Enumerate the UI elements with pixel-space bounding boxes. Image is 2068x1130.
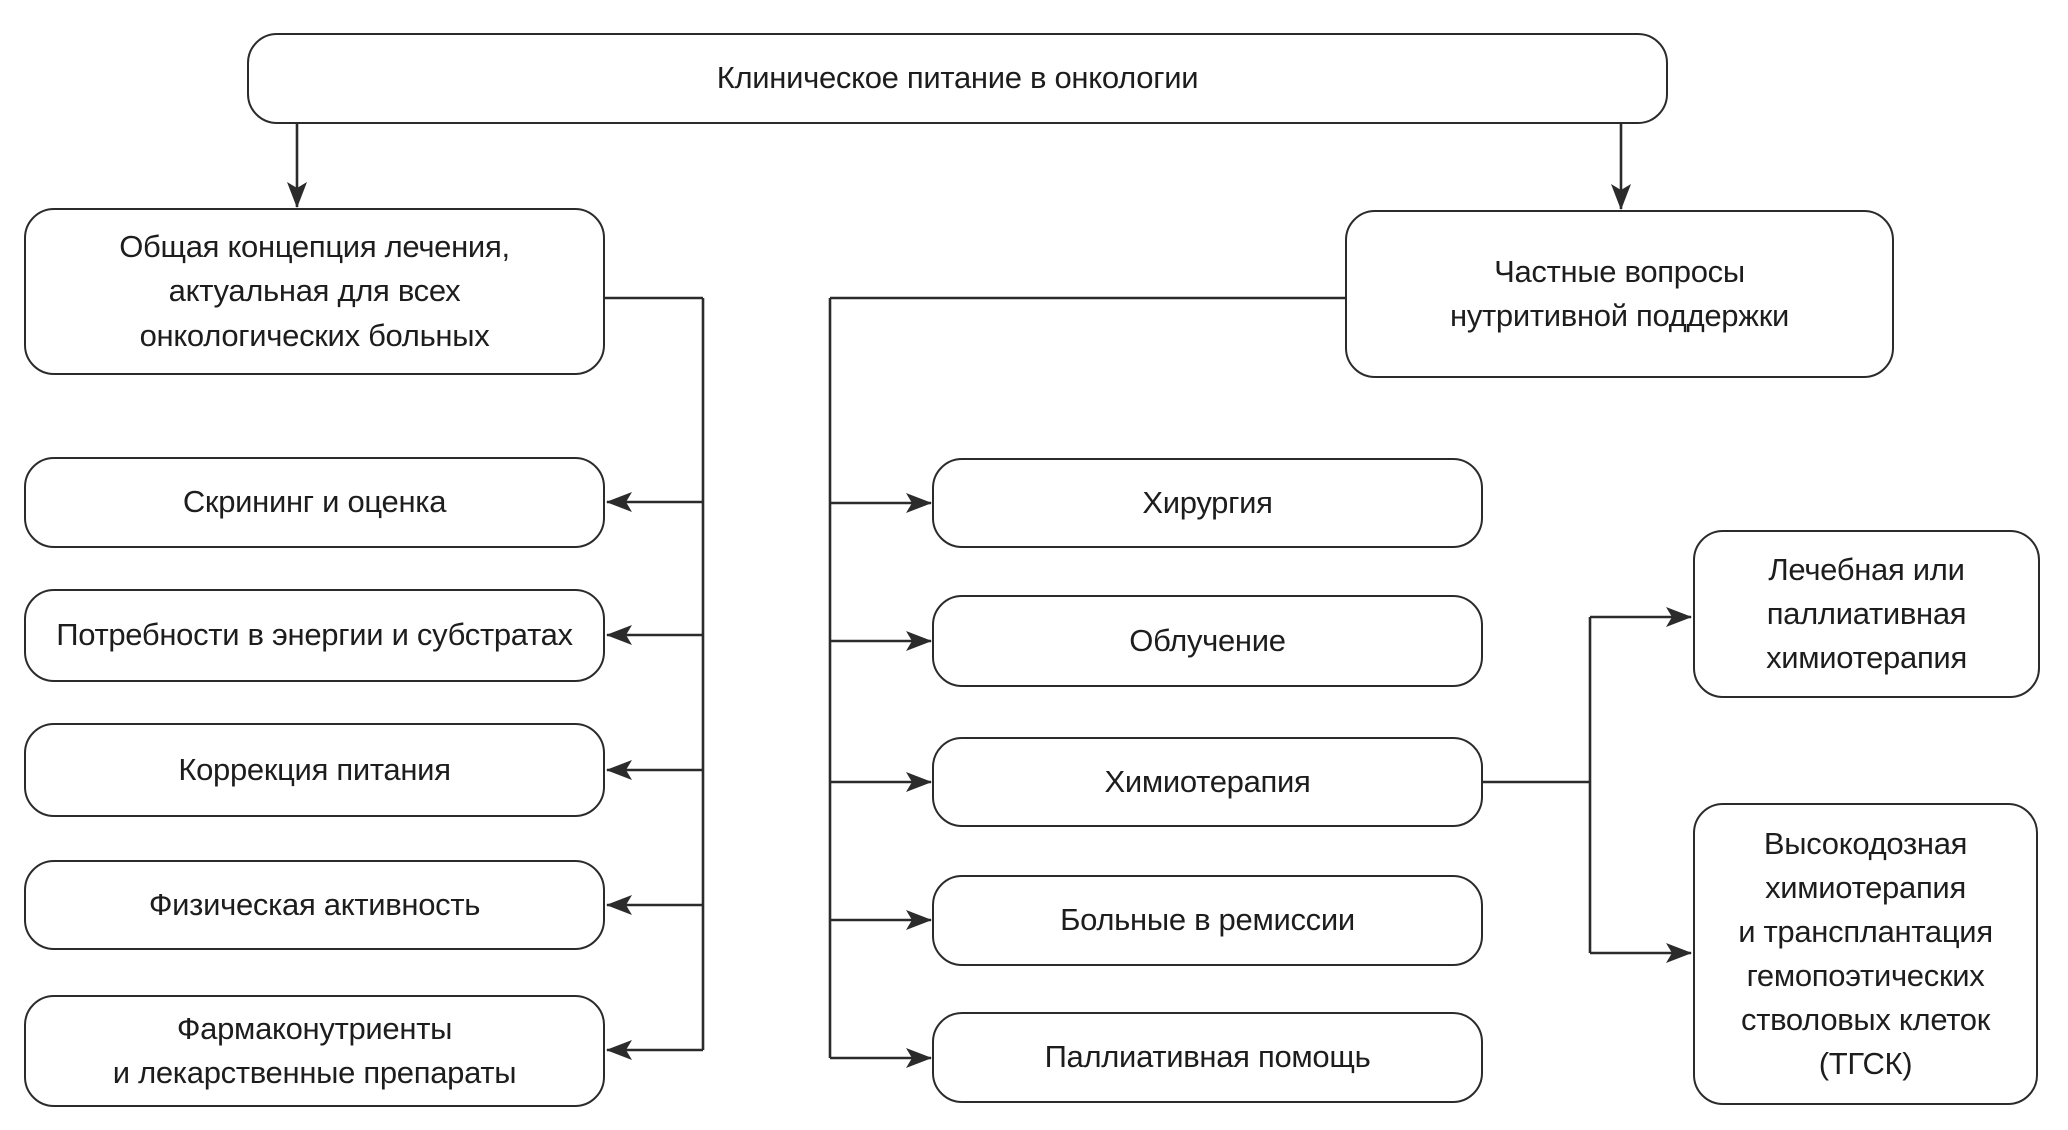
root-box: Клиническое питание в онкологии: [247, 33, 1668, 124]
pharmaconutrients-label: Фармаконутриенты и лекарственные препара…: [112, 1010, 517, 1090]
remission-label: Больные в ремиссии: [1060, 902, 1355, 938]
root-box-label: Клиническое питание в онкологии: [716, 60, 1199, 96]
chemotherapy-label: Химиотерапия: [1104, 763, 1311, 799]
physical-activity-box: Физическая активность: [24, 860, 605, 950]
general-branch-box: Общая концепция лечения, актуальная для …: [24, 208, 605, 375]
curative-palliative-chemo-label: Лечебная или паллиативная химиотерапия: [1766, 551, 1967, 675]
screening-label: Скрининг и оценка: [182, 484, 447, 520]
nutrition-correction-box: Коррекция питания: [24, 723, 605, 817]
palliative-care-label: Паллиативная помощь: [1044, 1039, 1371, 1075]
energy-needs-box: Потребности в энергии и субстратах: [24, 589, 605, 682]
pharmaconutrients-box: Фармаконутриенты и лекарственные препара…: [24, 995, 605, 1107]
surgery-label: Хирургия: [1142, 484, 1273, 520]
radiation-box: Облучение: [932, 595, 1483, 687]
nutrition-correction-label: Коррекция питания: [178, 751, 451, 787]
hsct-box: Высокодозная химиотерапия и трансплантац…: [1693, 803, 2038, 1105]
energy-needs-label: Потребности в энергии и субстратах: [56, 617, 573, 653]
specific-branch-label: Частные вопросы нутритивной поддержки: [1450, 253, 1789, 333]
hsct-label: Высокодозная химиотерапия и трансплантац…: [1738, 825, 1993, 1082]
surgery-box: Хирургия: [932, 458, 1483, 548]
palliative-care-box: Паллиативная помощь: [932, 1012, 1483, 1103]
general-branch-label: Общая концепция лечения, актуальная для …: [119, 229, 510, 353]
physical-activity-label: Физическая активность: [148, 886, 481, 922]
curative-palliative-chemo-box: Лечебная или паллиативная химиотерапия: [1693, 530, 2040, 698]
radiation-label: Облучение: [1129, 622, 1286, 658]
specific-branch-box: Частные вопросы нутритивной поддержки: [1345, 210, 1894, 378]
remission-box: Больные в ремиссии: [932, 875, 1483, 966]
chemotherapy-box: Химиотерапия: [932, 737, 1483, 827]
screening-box: Скрининг и оценка: [24, 457, 605, 548]
